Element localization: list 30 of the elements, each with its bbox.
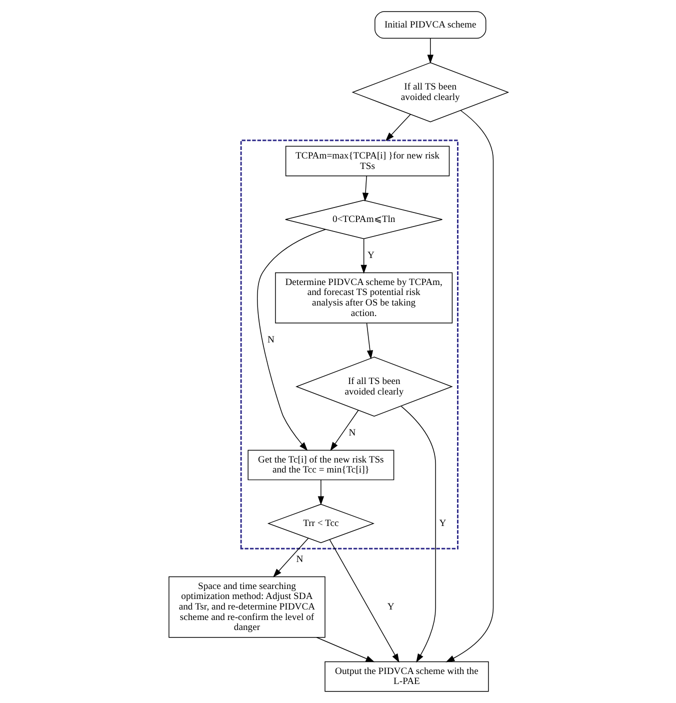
node-box: Initial PIDVCA scheme [374, 11, 486, 39]
node-box: Determine PIDVCA scheme by TCPAm, and forecast TS potential risk analysis after OS be taking action. [274, 272, 452, 324]
edge-label: N [296, 554, 303, 566]
edge-label: Y [438, 518, 446, 529]
node-box: TCPAm=max{TCPA[i] }for new risk TSs [284, 146, 450, 176]
node-diamond: If all TS been avoided clearly [295, 356, 452, 417]
node-box: Output the PIDVCA scheme with the L-PAE [324, 661, 488, 692]
arrow [330, 410, 358, 451]
arrow [384, 114, 410, 142]
arrow [317, 479, 324, 506]
node-diamond: If all TS been avoided clearly [351, 62, 509, 122]
arrow [426, 38, 433, 64]
edge-label: Y [386, 602, 394, 613]
arrow [362, 176, 368, 202]
edge-label: N [266, 334, 274, 346]
arrow [256, 228, 326, 451]
node-box: Space and time searching optimization method: Adjust SDA and Tsr, and re-determine PIDVCA scheme and re-confirm the level of danger [168, 576, 325, 638]
arrow [366, 322, 373, 360]
arrow [316, 637, 374, 662]
node-diamond: Trr < Tcc [266, 504, 374, 544]
arrow [328, 539, 399, 663]
arrow [272, 538, 308, 578]
cluster [240, 140, 458, 550]
node-diamond: 0<TCPAm⩽Tln [284, 200, 442, 240]
arrow [360, 238, 366, 274]
edge-label: Y [366, 250, 374, 262]
node-box: Get the Tc[i] of the new risk TSs and the Tcc = min{Tc[i]} [247, 450, 394, 480]
arrow [445, 110, 494, 662]
edge-label: N [348, 428, 356, 439]
arrow [400, 406, 436, 663]
